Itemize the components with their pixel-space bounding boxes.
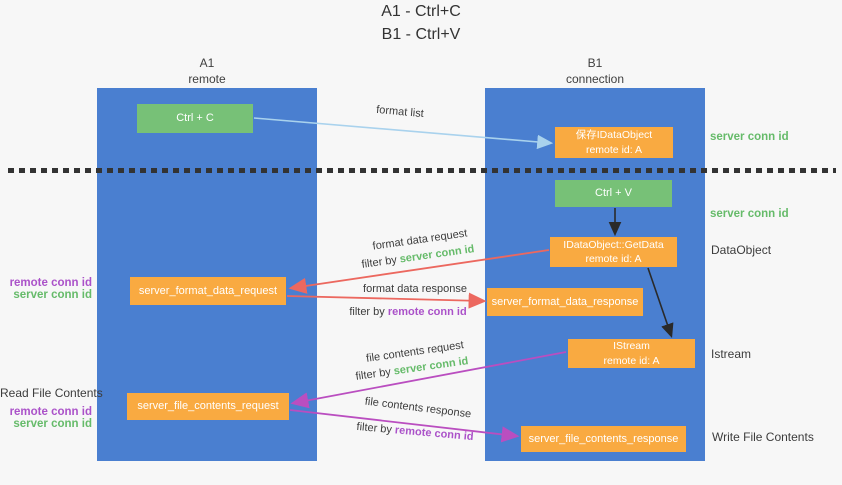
- arrow-label-filter-remote-1: filter by remote conn id: [338, 306, 478, 318]
- arrow-label-file-contents-response: file contents response: [364, 395, 472, 421]
- filter-prefix: filter by: [354, 365, 395, 383]
- column-header-a1: A1 remote: [97, 55, 317, 87]
- side-label-istream: Istream: [711, 347, 752, 361]
- left-label-server-conn-id-2: server conn id: [13, 418, 92, 430]
- ctrl-c-box: Ctrl + C: [137, 104, 253, 133]
- server-format-data-response-box: server_format_data_response: [487, 288, 643, 316]
- server-file-contents-response-box: server_file_contents_response: [521, 426, 686, 452]
- filter-prefix: filter by: [360, 253, 401, 271]
- side-label-dataobject: DataObject: [711, 243, 772, 257]
- filter-prefix: filter by: [356, 420, 396, 437]
- left-label-server-conn-id-1: server conn id: [13, 289, 92, 301]
- column-header-b1: B1 connection: [485, 55, 705, 87]
- left-label-remote-conn-id-2: remote conn id: [9, 406, 92, 418]
- column-b1-name: B1: [587, 56, 603, 70]
- left-label-remote-conn-id-1: remote conn id: [9, 277, 92, 289]
- arrow-label-format-list: format list: [375, 103, 425, 121]
- side-label-write-file-contents: Write File Contents: [712, 430, 814, 444]
- title-line2: B1 - Ctrl+V: [381, 26, 461, 44]
- column-b1-subtitle: connection: [565, 72, 625, 87]
- column-a1-subtitle: remote: [188, 72, 226, 87]
- ctrl-v-box: Ctrl + V: [555, 180, 672, 207]
- filter-prefix: filter by: [349, 306, 388, 318]
- getdata-box: IDataObject::GetData remote id: A: [550, 237, 677, 267]
- title-line1: A1 - Ctrl+C: [381, 3, 461, 20]
- arrow-label-format-data-response: format data response: [363, 283, 467, 295]
- arrow-label-filter-remote-2: filter by remote conn id: [345, 420, 486, 444]
- left-label-group-2: remote conn id server conn id: [0, 406, 92, 430]
- server-file-contents-request-box: server_file_contents_request: [127, 393, 289, 420]
- column-a1-name: A1: [199, 56, 215, 70]
- save-dataobject-box: 保存IDataObject remote id: A: [555, 127, 673, 158]
- left-label-group-1: remote conn id server conn id: [0, 277, 92, 301]
- diagram-title: A1 - Ctrl+C B1 - Ctrl+V: [0, 0, 842, 46]
- left-label-read-file-contents: Read File Contents: [0, 386, 103, 400]
- side-label-server-conn-id-2: server conn id: [710, 208, 789, 220]
- side-label-server-conn-id-1: server conn id: [710, 131, 789, 143]
- filter-remote-conn-id: remote conn id: [387, 306, 467, 318]
- dotted-divider: [8, 168, 836, 173]
- server-format-data-request-box: server_format_data_request: [130, 277, 286, 305]
- istream-box: IStream remote id: A: [568, 339, 695, 368]
- filter-remote-conn-id: remote conn id: [394, 424, 474, 444]
